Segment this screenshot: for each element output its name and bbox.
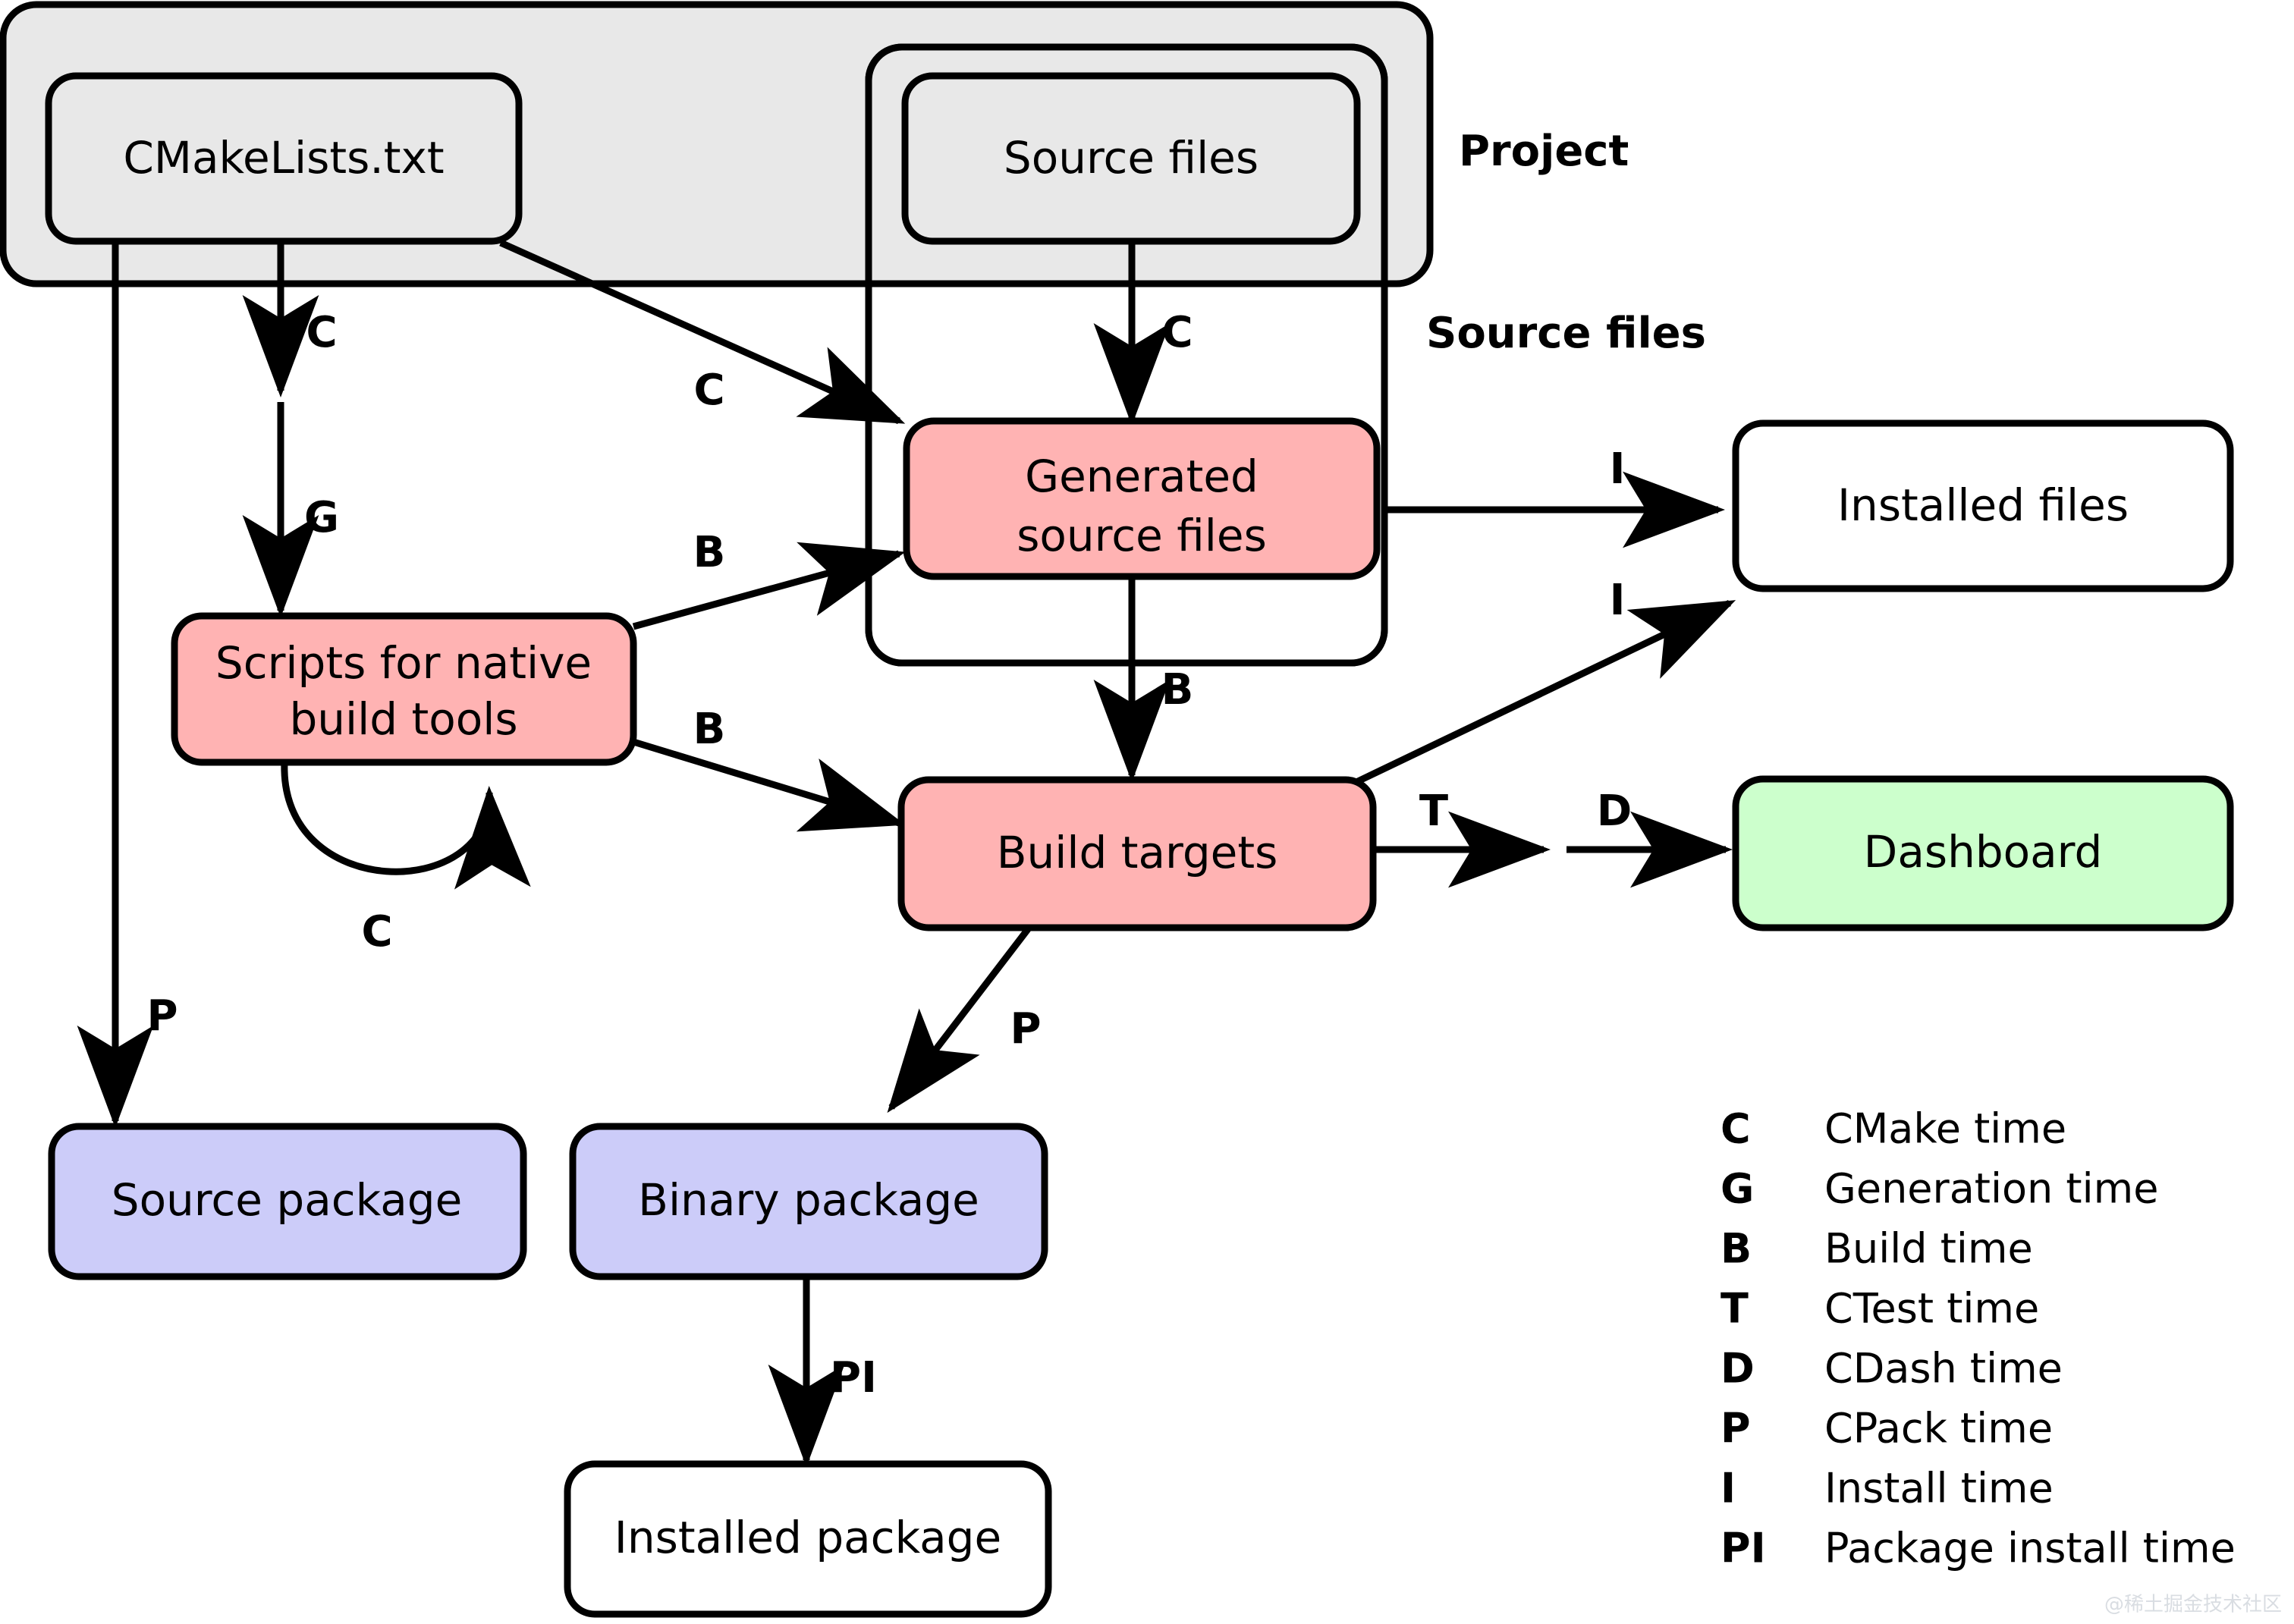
edge-label-c-cmakelists-generated: C [693, 366, 724, 415]
node-generated-source-files-line2: source files [1017, 510, 1267, 561]
edge-scripts-to-generated [632, 542, 906, 630]
legend-key-i: I [1720, 1465, 1736, 1512]
edge-label-i-buildtargets-installedfiles: I [1610, 576, 1626, 625]
edge-scripts-self-loop [281, 762, 531, 890]
legend-value-d: CDash time [1824, 1345, 2063, 1393]
edge-label-b-scripts-generated: B [693, 528, 726, 577]
node-cmakelists[interactable]: CMakeLists.txt [45, 72, 523, 245]
edge-label-p-cmakelists-sourcepackage: P [146, 991, 178, 1041]
legend-key-p: P [1720, 1405, 1751, 1453]
node-scripts-for-native-build-tools[interactable]: Scripts for native build tools [171, 612, 637, 766]
legend-key-g: G [1720, 1165, 1754, 1213]
edge-cmakelists-to-generated [499, 239, 906, 425]
legend-key-pi: PI [1720, 1525, 1766, 1572]
legend-key-c: C [1720, 1105, 1751, 1153]
group-label-source-files: Source files [1426, 309, 1706, 358]
edge-label-b-scripts-buildtargets: B [693, 705, 726, 754]
node-installed-package[interactable]: Installed package [564, 1460, 1052, 1618]
node-source-package-label: Source package [112, 1174, 463, 1226]
legend-value-pi: Package install time [1824, 1525, 2236, 1572]
node-dashboard[interactable]: Dashboard [1732, 775, 2234, 931]
edge-scripts-to-build-targets [632, 738, 906, 832]
node-installed-files-label: Installed files [1837, 479, 2129, 531]
node-source-files[interactable]: Source files [901, 72, 1361, 245]
node-build-targets[interactable]: Build targets [897, 776, 1377, 931]
legend-key-b: B [1720, 1225, 1752, 1273]
edge-build-targets-to-installed-files [1356, 599, 1736, 785]
node-binary-package-label: Binary package [638, 1174, 979, 1226]
node-dashboard-label: Dashboard [1864, 826, 2103, 878]
edge-label-b-generated-buildtargets: B [1161, 665, 1194, 715]
legend-key-t: T [1720, 1285, 1749, 1333]
legend-value-b: Build time [1824, 1225, 2033, 1273]
node-generated-source-files-line1: Generated [1025, 451, 1259, 502]
edge-build-targets-to-binary-package [887, 927, 1031, 1114]
edge-label-t-buildtargets-dashboard: T [1419, 787, 1448, 836]
legend-value-i: Install time [1824, 1465, 2054, 1512]
legend-value-p: CPack time [1824, 1405, 2053, 1453]
legend-key-d: D [1720, 1345, 1755, 1393]
legend-value-g: Generation time [1824, 1165, 2158, 1213]
node-source-package[interactable]: Source package [48, 1123, 527, 1280]
edge-label-i-generated-installedfiles: I [1610, 444, 1626, 494]
legend-value-t: CTest time [1824, 1285, 2039, 1333]
node-scripts-line1: Scripts for native [215, 637, 592, 689]
node-installed-files[interactable]: Installed files [1732, 419, 2234, 592]
edge-label-c-sourcefiles-generated: C [1161, 308, 1193, 357]
node-cmakelists-label: CMakeLists.txt [123, 132, 444, 184]
node-build-targets-label: Build targets [997, 827, 1278, 878]
node-binary-package[interactable]: Binary package [569, 1123, 1048, 1280]
node-installed-package-label: Installed package [614, 1512, 1001, 1563]
node-generated-source-files[interactable]: Generated source files [903, 417, 1381, 580]
node-source-files-label: Source files [1004, 132, 1259, 184]
edge-label-c-cmakelists-scripts: C [306, 308, 337, 357]
group-label-project: Project [1459, 127, 1629, 176]
edge-label-c-scripts-self: C [361, 907, 392, 956]
watermark-text: @稀土掘金技术社区 [2104, 1594, 2282, 1616]
edge-label-g-cmakelists-scripts: G [304, 493, 339, 542]
edge-label-pi-binary-installedpackage: PI [830, 1353, 877, 1403]
legend-value-c: CMake time [1824, 1105, 2066, 1153]
edge-label-d-dashboard: D [1597, 787, 1632, 836]
legend: C CMake time G Generation time B Build t… [1720, 1105, 2236, 1572]
node-scripts-line2: build tools [289, 693, 517, 745]
edge-label-p-buildtargets-binarypackage: P [1010, 1004, 1041, 1054]
